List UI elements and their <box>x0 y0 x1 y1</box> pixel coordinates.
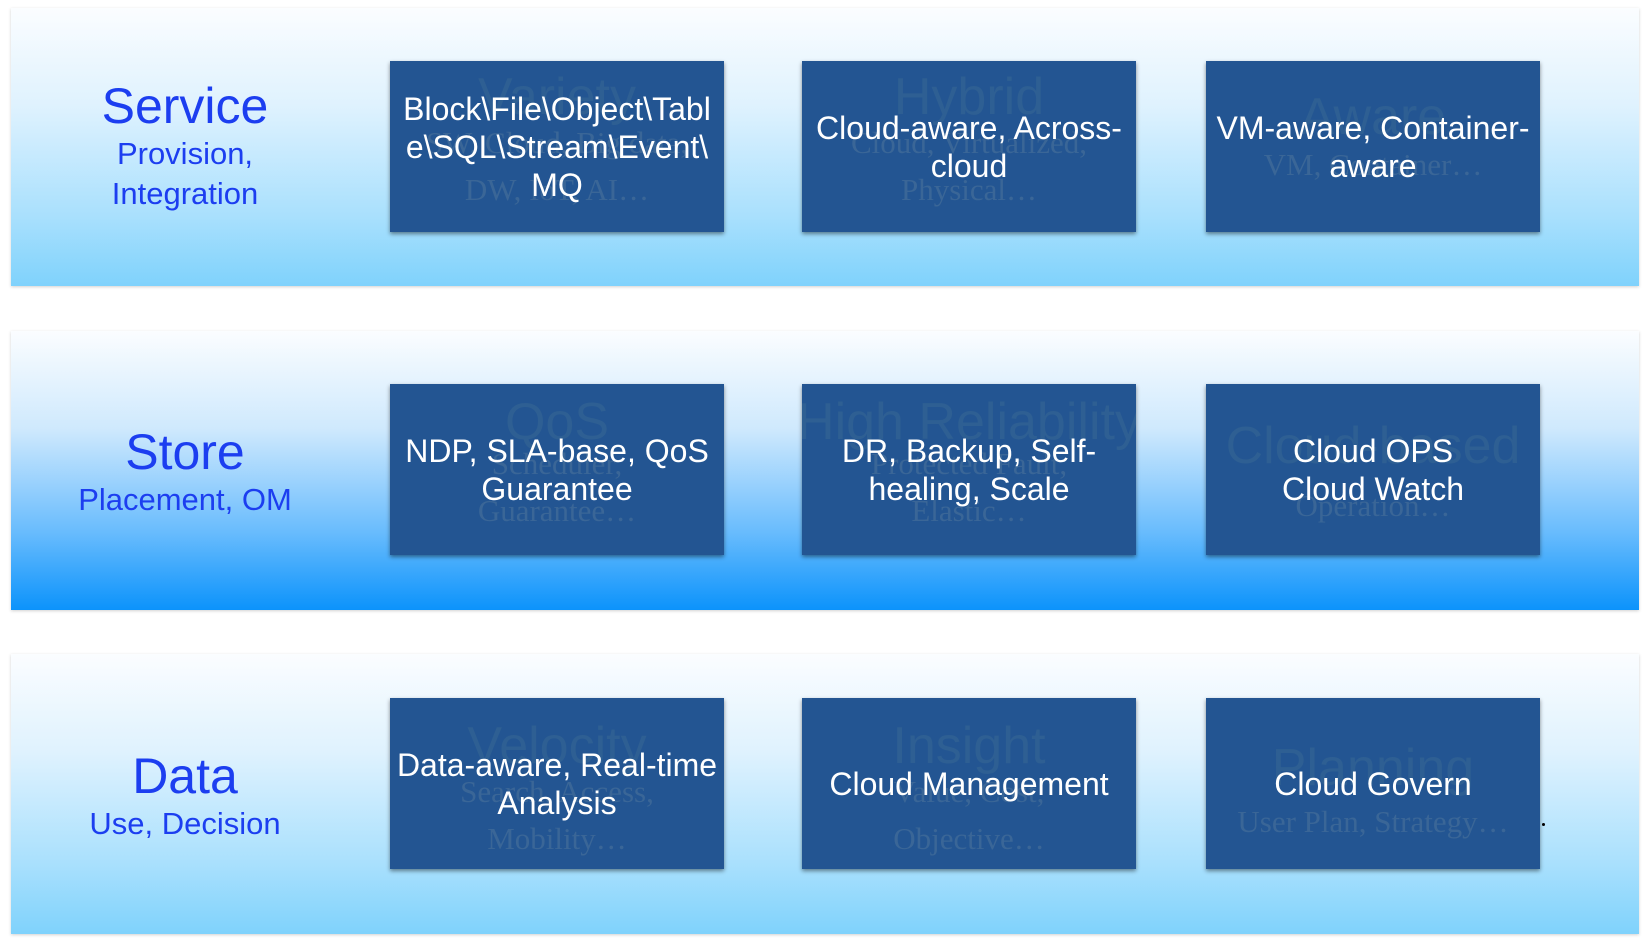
ghost-title: Aware <box>1299 88 1447 146</box>
ghost-subtitle: Operation… <box>1295 488 1451 523</box>
service-box-aware: Aware VM, Container… VM-aware, Container… <box>1206 61 1540 232</box>
ghost-title: Variety <box>478 68 636 126</box>
ghost-title: Cloud-based <box>1225 417 1521 475</box>
box-label: VM-aware, Container- aware <box>1216 109 1530 184</box>
store-layer-subtitle: Placement, OM <box>78 482 292 517</box>
stray-dot <box>1542 823 1545 826</box>
box-label: NDP, SLA-base, QoS Guarantee <box>405 432 709 507</box>
box-label: Data-aware, Real-time Analysis <box>396 746 718 821</box>
store-box-qos: QoS Scheduler, Guarantee… NDP, SLA-base,… <box>390 384 724 555</box>
ghost-subtitle: Cloud, Virtualized, Physical… <box>850 125 1088 207</box>
store-layer-title: Store Placement, OM <box>0 424 370 520</box>
ghost-subtitle: Scheduler, Guarantee… <box>477 446 637 528</box>
box-label: Cloud Management <box>829 765 1109 802</box>
ghost-subtitle: SW, Cloud, Big data, DW, IoT, AI… <box>425 125 689 207</box>
service-layer-title: Service Provision, Integration <box>0 78 370 214</box>
service-layer-name: Service <box>101 78 269 134</box>
ghost-subtitle: User Plan, Strategy… <box>1237 804 1509 839</box>
box-label: DR, Backup, Self- healing, Scale <box>841 432 1097 507</box>
store-box-cloud-based: Cloud-based Operation… Cloud OPS Cloud W… <box>1206 384 1540 555</box>
data-layer-subtitle: Use, Decision <box>89 806 281 841</box>
ghost-title: Insight <box>892 717 1046 775</box>
data-layer-title: Data Use, Decision <box>0 748 370 844</box>
service-layer-subtitle: Provision, Integration <box>111 136 259 211</box>
ghost-subtitle: VM, Container… <box>1263 147 1483 182</box>
ghost-subtitle: Search, Access, Mobility… <box>460 774 654 856</box>
ghost-subtitle: Protected Fault, Elastic… <box>870 446 1068 528</box>
store-layer-name: Store <box>125 424 245 480</box>
ghost-title: Velocity <box>467 717 647 775</box>
data-layer-name: Data <box>132 748 238 804</box>
box-label: Cloud OPS Cloud Watch <box>1282 432 1464 507</box>
data-box-insight: Insight Value, Cost, Objective… Cloud Ma… <box>802 698 1136 869</box>
ghost-title: Planning <box>1271 739 1475 797</box>
ghost-title: QoS <box>504 393 610 451</box>
ghost-subtitle: Value, Cost, Objective… <box>893 774 1045 856</box>
store-box-high-reliability: High Reliability Protected Fault, Elasti… <box>802 384 1136 555</box>
service-box-variety: Variety SW, Cloud, Big data, DW, IoT, AI… <box>390 61 724 232</box>
data-box-velocity: Velocity Search, Access, Mobility… Data-… <box>390 698 724 869</box>
box-label: Cloud Govern <box>1274 765 1472 802</box>
ghost-title: Hybrid <box>893 68 1045 126</box>
data-box-planning: Planning User Plan, Strategy… Cloud Gove… <box>1206 698 1540 869</box>
ghost-title: High Reliability <box>802 393 1136 451</box>
box-label: Cloud-aware, Across- cloud <box>816 109 1122 184</box>
box-label: Block\File\Object\Tabl e\SQL\Stream\Even… <box>403 90 711 203</box>
service-box-hybrid: Hybrid Cloud, Virtualized, Physical… Clo… <box>802 61 1136 232</box>
